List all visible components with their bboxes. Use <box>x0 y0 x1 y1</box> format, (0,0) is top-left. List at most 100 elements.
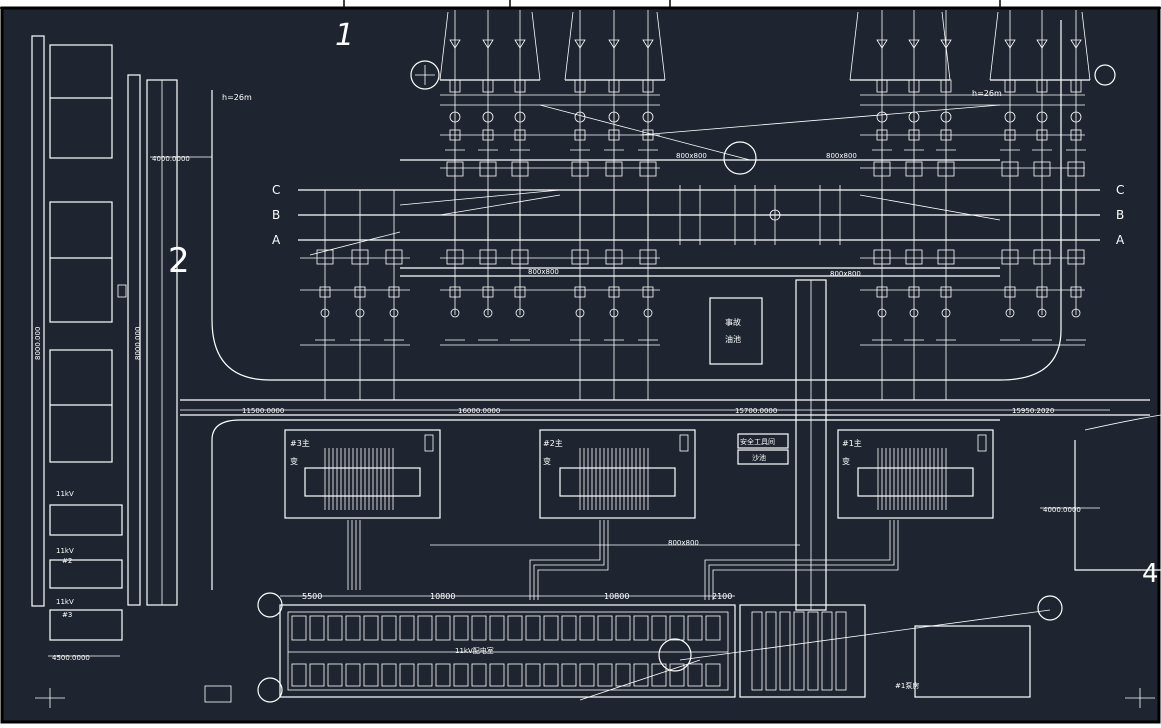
oil-pit-label-2: 油池 <box>725 334 741 344</box>
bottom-bay-11 <box>904 190 924 400</box>
disconnector-icon <box>351 249 369 265</box>
arrester-icon <box>1070 39 1082 49</box>
main-transformers <box>284 429 994 519</box>
sand-pool-label: 沙池 <box>752 453 766 462</box>
cabinet-lower <box>561 663 577 687</box>
transformer-2 <box>539 429 696 519</box>
portal-frame-2 <box>564 11 666 81</box>
ct-icon <box>389 308 399 318</box>
bottom-bay-1 <box>315 190 335 400</box>
disconnector-icon <box>1067 249 1085 265</box>
left-dim-lines <box>48 156 212 657</box>
cabinet-lower <box>507 663 523 687</box>
breaker-icon <box>642 286 654 298</box>
sand-pool <box>737 449 789 465</box>
cabinet-upper <box>579 615 595 641</box>
cabinet-upper <box>561 615 577 641</box>
phase-b-right: B <box>1116 208 1124 222</box>
busbars <box>298 159 1100 277</box>
ct-icon <box>515 308 525 318</box>
transformer-labels: #3主 变 #2主 变 #1主 变 <box>290 438 862 466</box>
arrester-icon <box>449 39 461 49</box>
conservator-icon <box>424 434 434 452</box>
tool-room <box>737 433 789 449</box>
breaker-icon <box>574 286 586 298</box>
disconnector-icon <box>873 161 891 177</box>
cabinet-upper <box>687 615 703 641</box>
cabinet-upper <box>435 615 451 641</box>
bottom-bay-8 <box>604 190 624 400</box>
disconnector-icon <box>571 249 589 265</box>
dim-d10: 10800 <box>604 592 629 601</box>
cabinet-upper <box>669 615 685 641</box>
dim-d1: 11500.0000 <box>242 407 284 415</box>
ct-icon <box>941 308 951 318</box>
cabinet-upper <box>309 615 325 641</box>
ct-icon <box>483 308 493 318</box>
switchgear-cabinets <box>291 611 847 691</box>
cabinet-lower <box>543 663 559 687</box>
hash3-label: #3 <box>62 611 72 619</box>
disconnector-icon <box>1001 249 1019 265</box>
phase-c-left: C <box>272 183 280 197</box>
dim-d12: 8000.000 <box>34 327 42 360</box>
cable-runs <box>347 520 899 600</box>
disconnector-icon <box>511 249 529 265</box>
cabinet-lower <box>363 663 379 687</box>
t2-label: #2主 <box>543 438 563 448</box>
arrester-icon <box>1004 39 1016 49</box>
bottom-bay-9 <box>638 190 658 400</box>
cabinet-upper <box>327 615 343 641</box>
cabinet-upper <box>453 615 469 641</box>
transformer-1 <box>284 429 441 519</box>
ct-icon <box>1036 111 1048 123</box>
cabinet-lower <box>291 663 307 687</box>
cabinet-lower <box>489 663 505 687</box>
ct-icon <box>1070 111 1082 123</box>
bottom-bay-5 <box>478 190 498 341</box>
phase-a-right: A <box>1116 233 1125 247</box>
cabinet-upper <box>507 615 523 641</box>
cabinet-lower <box>453 663 469 687</box>
disconnector-icon <box>639 161 657 177</box>
t2-suffix: 变 <box>543 456 551 466</box>
disconnector-icon <box>905 161 923 177</box>
relay-panel <box>835 611 847 691</box>
transformer-3 <box>837 429 994 519</box>
left-building-labels: 11kV 11kV 11kV #2 #3 8000.000 8000.000 <box>34 327 142 619</box>
relay-panel <box>807 611 819 691</box>
breaker-icon <box>908 286 920 298</box>
height-left: h=26m <box>222 93 252 102</box>
phase-c-right: C <box>1116 183 1124 197</box>
breaker-icon <box>449 286 461 298</box>
arrester-icon <box>574 39 586 49</box>
cabinet-lower <box>597 663 613 687</box>
cabinet-upper <box>615 615 631 641</box>
dim-d9: 10800 <box>430 592 455 601</box>
cabinet-lower <box>417 663 433 687</box>
cabinet-upper <box>399 615 415 641</box>
cabinet-lower <box>633 663 649 687</box>
bottom-bay-10 <box>872 190 892 400</box>
drawing-area <box>0 6 1161 724</box>
breaker-icon <box>354 286 366 298</box>
t3-suffix: 变 <box>290 456 298 466</box>
breaker-icon <box>482 286 494 298</box>
connection-diagonals <box>309 104 1051 701</box>
disconnector-icon <box>316 249 334 265</box>
ct-icon <box>1004 111 1016 123</box>
relay-panel <box>751 611 763 691</box>
disconnector-icon <box>479 161 497 177</box>
ct-icon <box>877 308 887 318</box>
conservator-icon <box>977 434 987 452</box>
arrester-icon <box>940 39 952 49</box>
pump-room-label: #1泵房 <box>895 681 919 690</box>
breaker-icon <box>1004 286 1016 298</box>
cabinet-lower <box>327 663 343 687</box>
tool-room-label: 安全工具间 <box>740 437 775 446</box>
cabinet-upper <box>525 615 541 641</box>
disconnector-icon <box>446 249 464 265</box>
relay-panel <box>793 611 805 691</box>
ct-icon <box>449 111 461 123</box>
